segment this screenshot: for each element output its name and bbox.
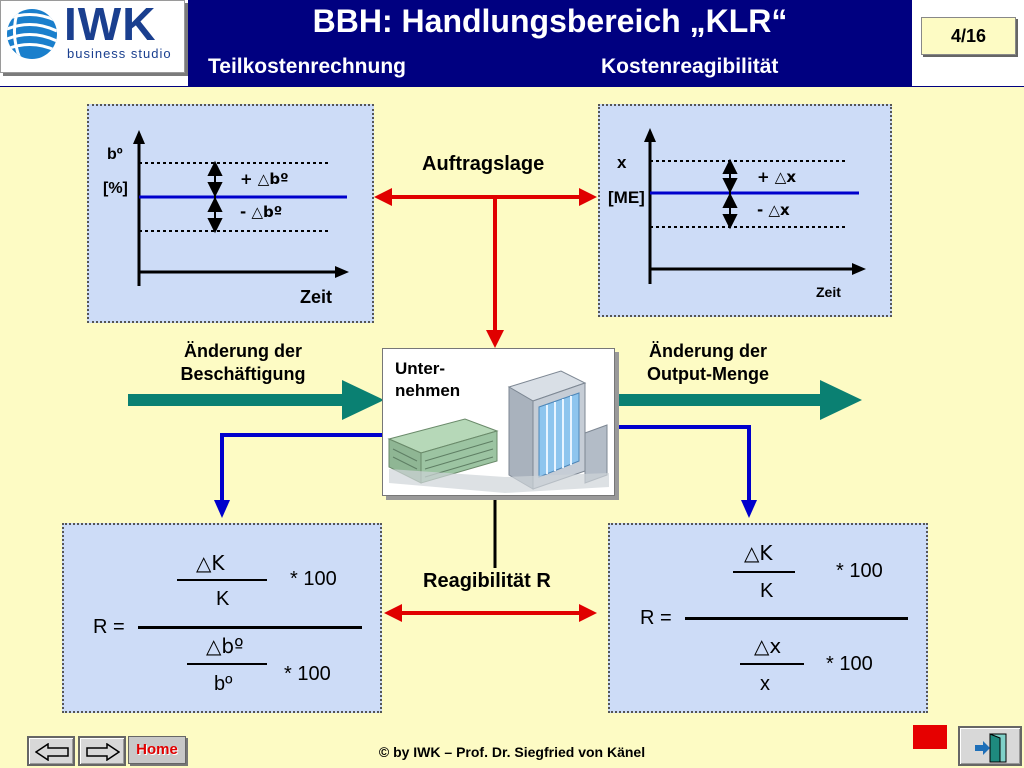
company-label-2: nehmen [395, 381, 461, 400]
left-chart-minus-label: - △bº [240, 203, 283, 221]
right-formula-num-factor: * 100 [836, 560, 883, 582]
teal-arrow-left [128, 380, 384, 420]
right-formula-num-bottom: K [760, 580, 774, 602]
back-button[interactable] [27, 736, 75, 766]
right-formula-main-bar [685, 617, 908, 620]
red-arrow-reagibilitaet [384, 604, 597, 622]
subtitle-left: Teilkostenrechnung [208, 55, 406, 78]
company-box: Unter- nehmen [382, 348, 615, 496]
arrow-left-icon [35, 743, 69, 761]
right-arrow-label-2: Output-Menge [647, 364, 769, 384]
left-formula-main-bar [138, 626, 362, 629]
left-chart-y-axis-arrow [133, 130, 145, 144]
right-formula-den-bottom: x [760, 673, 770, 695]
blue-arrow-left [214, 433, 382, 518]
left-formula-den-factor: * 100 [284, 663, 331, 685]
page-number: 4/16 [921, 17, 1016, 55]
right-chart-minus-label: - △x [757, 201, 790, 219]
right-formula-lhs: R = [640, 607, 672, 629]
forward-button[interactable] [78, 736, 126, 766]
red-arrow-auftragslage [374, 188, 597, 206]
left-arrow-label-2: Beschäftigung [180, 364, 306, 384]
page-title: BBH: Handlungsbereich „KLR“ [312, 3, 788, 39]
logo-text: IWK [64, 0, 157, 50]
logo: IWK business studio [0, 0, 185, 73]
exit-door-icon [975, 733, 1007, 763]
left-arrow-label-1: Änderung der [183, 341, 302, 361]
left-chart-plus-label: + △bº [240, 170, 289, 188]
right-formula-num-top: △K [744, 541, 773, 565]
right-chart-plus-label: + △x [757, 168, 797, 186]
right-formula-den-top: △x [754, 634, 782, 658]
left-formula-num-bar [177, 579, 267, 581]
blue-arrow-right [615, 425, 757, 518]
left-formula-den-bottom: bº [214, 673, 233, 695]
company-building-icon [387, 370, 609, 493]
right-chart-x-axis-arrow [852, 263, 866, 275]
left-formula-den-bar [187, 663, 267, 665]
exit-button[interactable] [958, 726, 1022, 766]
left-chart-y-unit: [%] [103, 180, 128, 197]
red-arrow-down [486, 197, 504, 348]
left-chart-svg [133, 130, 349, 286]
auftragslage-label: Auftragslage [422, 153, 545, 175]
home-button[interactable]: Home [128, 736, 186, 764]
logo-subtext: business studio [67, 46, 172, 61]
left-formula-panel [62, 523, 382, 713]
company-label-1: Unter- [395, 359, 446, 378]
right-chart-y-axis-arrow [644, 128, 656, 142]
left-chart-y-label: bº [107, 146, 123, 163]
right-chart-delta-arrows [722, 158, 738, 230]
left-formula-lhs: R = [93, 616, 125, 638]
right-chart-x-label: Zeit [816, 284, 841, 300]
title-band [188, 0, 912, 86]
right-formula-den-factor: * 100 [826, 653, 873, 675]
right-chart-y-unit: [ME] [608, 188, 645, 207]
teal-arrow-right [615, 380, 862, 420]
reagibilitaet-label: Reagibilität R [423, 570, 551, 592]
footer-copyright: © by IWK – Prof. Dr. Siegfried von Känel [378, 744, 646, 760]
header-divider [0, 86, 1024, 87]
left-formula-num-top: △K [196, 551, 225, 575]
left-formula-num-bottom: K [216, 588, 230, 610]
subtitle-right: Kostenreagibilität [601, 55, 779, 78]
globe-icon [7, 9, 57, 59]
left-formula-num-factor: * 100 [290, 568, 337, 590]
left-chart-x-axis-arrow [335, 266, 349, 278]
right-arrow-label-1: Änderung der [648, 341, 767, 361]
right-formula-num-bar [733, 571, 795, 573]
red-marker [913, 725, 947, 749]
left-formula-den-top: △bº [206, 634, 244, 658]
arrow-right-icon [86, 743, 120, 761]
left-chart-delta-arrows [207, 160, 223, 234]
right-chart-y-label: x [617, 153, 627, 172]
right-chart-svg [644, 128, 866, 284]
right-formula-den-bar [740, 663, 804, 665]
left-chart-x-label: Zeit [300, 287, 333, 307]
